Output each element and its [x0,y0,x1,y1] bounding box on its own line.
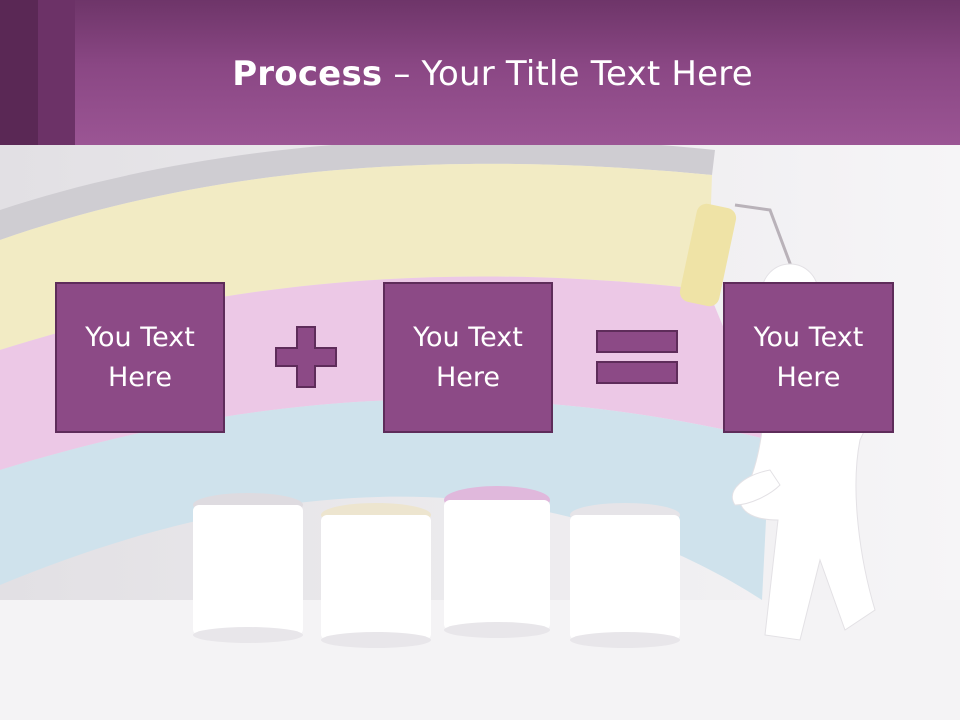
plus-icon [275,326,337,388]
title-rest: – Your Title Text Here [382,54,753,94]
process-box-2[interactable]: You Text Here [383,282,553,433]
process-box-3-label: You Text Here [753,321,864,393]
paint-cans [193,486,680,648]
slide-title[interactable]: Process – Your Title Text Here [0,52,960,96]
header-accent-strip-dark [0,0,38,145]
header-accent-strip [38,0,75,145]
equals-icon [596,330,678,384]
blue-paint-band [0,399,770,600]
process-box-3[interactable]: You Text Here [723,282,894,433]
process-box-1-label: You Text Here [85,321,195,393]
header-bar: Process – Your Title Text Here [0,0,960,145]
gray-paint-band [0,145,715,240]
paint-roller [679,203,802,307]
process-box-2-label: You Text Here [413,321,523,393]
process-box-1[interactable]: You Text Here [55,282,225,433]
title-bold: Process [232,54,383,94]
